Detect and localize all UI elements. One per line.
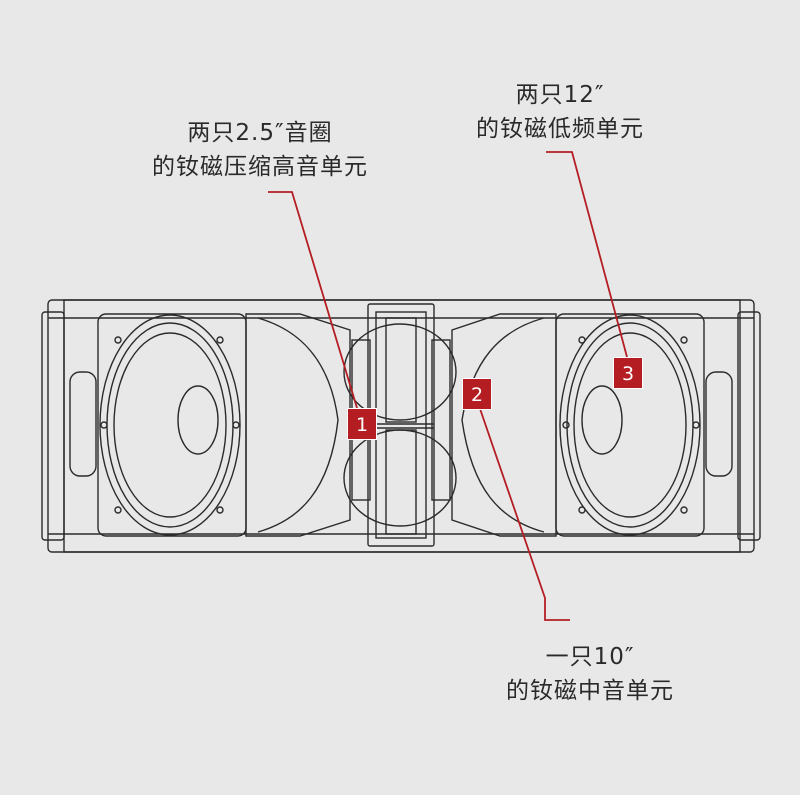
left-woofer (97, 313, 247, 537)
callout-tweeter-line1: 两只2.5″音圈 (187, 120, 333, 146)
callout-tweeter-line2: 的钕磁压缩高音单元 (152, 154, 368, 180)
callout-midrange: 一只10″ 的钕磁中音单元 (470, 640, 710, 708)
center-horn (367, 303, 435, 547)
callout-woofer-line1: 两只12″ (515, 82, 605, 108)
callout-midrange-line1: 一只10″ (545, 644, 635, 670)
callout-tweeter: 两只2.5″音圈 的钕磁压缩高音单元 (140, 116, 380, 184)
leader-line-2 (476, 399, 570, 621)
leader-line-1 (268, 191, 358, 409)
right-woofer (555, 313, 705, 537)
callout-woofer: 两只12″ 的钕磁低频单元 (450, 78, 670, 146)
badge-1: 1 (347, 408, 377, 440)
leader-lines (268, 151, 628, 621)
callout-midrange-line2: 的钕磁中音单元 (506, 678, 674, 704)
callout-woofer-line2: 的钕磁低频单元 (476, 116, 644, 142)
badge-3: 3 (613, 357, 643, 389)
leader-line-3 (546, 151, 628, 358)
badge-2: 2 (462, 378, 492, 410)
